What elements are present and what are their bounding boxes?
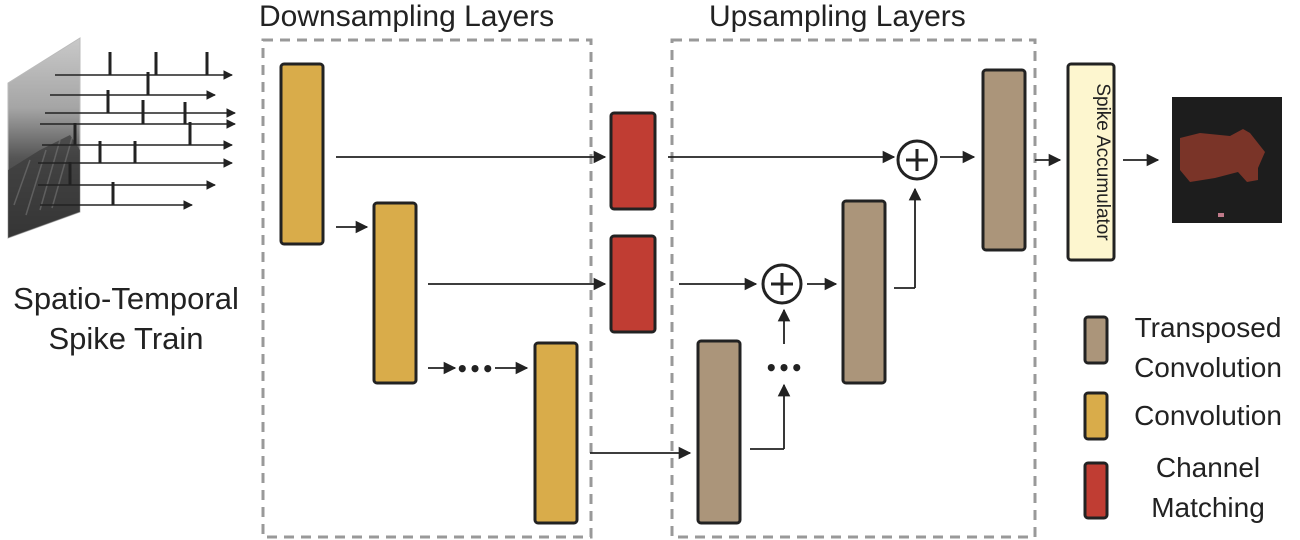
downsampling-frame [261, 38, 593, 539]
legend-label-line: Channel [1155, 452, 1261, 483]
channel-matching-block-1 [609, 111, 657, 211]
spike-accumulator-box [1066, 62, 1116, 262]
spike-ticks [68, 52, 209, 205]
conv-block-1 [279, 62, 325, 246]
tconv-block-2 [841, 199, 887, 385]
sum-node-1 [761, 263, 803, 305]
legend-label-channel-matching: Channel Matching [1118, 448, 1298, 528]
input-spike-image [7, 37, 81, 239]
channel-matching-block-2 [609, 234, 657, 334]
conv-block-3 [533, 341, 579, 525]
ellipsis-downsampling: ••• [456, 357, 494, 381]
upsampling-frame [670, 38, 1037, 539]
legend-label-line: Convolution [1134, 400, 1282, 431]
tconv-block-3 [981, 68, 1027, 252]
input-caption: Spatio-Temporal Spike Train [0, 279, 252, 359]
legend-swatch-transposed-convolution [1083, 315, 1109, 365]
ellipsis-upsampling: ••• [765, 356, 803, 380]
tconv-block-1 [696, 339, 742, 525]
upsampling-title: Upsampling Layers [709, 0, 966, 33]
downsampling-title: Downsampling Layers [259, 0, 555, 33]
legend-swatch-convolution [1083, 391, 1109, 441]
sum-node-2 [896, 139, 938, 181]
connections [336, 150, 1160, 460]
legend-label-line: Matching [1151, 492, 1265, 523]
legend-label-line: Convolution [1134, 352, 1282, 383]
output-segmentation-image [1172, 97, 1282, 223]
legend-label-convolution: Convolution [1118, 396, 1298, 436]
input-caption-line2: Spike Train [48, 321, 204, 356]
input-caption-line1: Spatio-Temporal [13, 281, 239, 316]
conv-block-2 [372, 201, 418, 385]
spike-accumulator-label: Spike Accumulator [1092, 83, 1113, 241]
legend-label-transposed-convolution: Transposed Convolution [1118, 308, 1298, 388]
legend-swatch-channel-matching [1083, 461, 1109, 520]
legend-label-line: Transposed [1134, 312, 1282, 343]
